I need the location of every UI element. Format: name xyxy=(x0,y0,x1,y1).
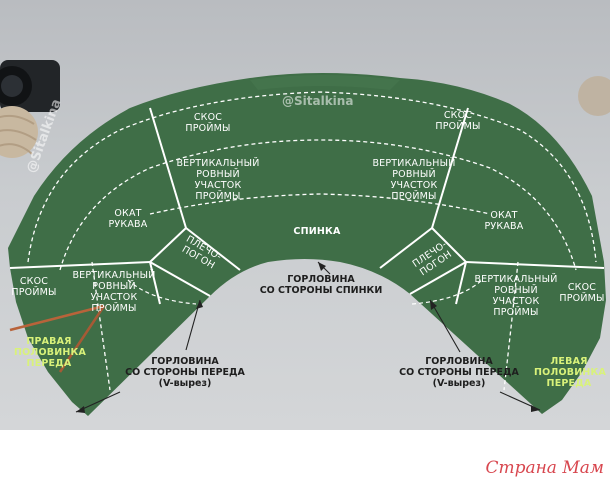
label-skos-proimy-top-left: СКОС ПРОЙМЫ xyxy=(185,112,231,134)
label-spinka: СПИНКА xyxy=(293,226,341,237)
label-skos-proimy-top-right: СКОС ПРОЙМЫ xyxy=(435,110,481,132)
bottom-strip xyxy=(0,430,610,488)
knitted-yoke-shape xyxy=(8,73,606,416)
label-vertical-left: ВЕРТИКАЛЬНЫЙ РОВНЫЙ УЧАСТОК ПРОЙМЫ xyxy=(176,158,260,202)
knitting-needle-icon xyxy=(9,304,106,373)
label-vertical-front-right: ВЕРТИКАЛЬНЫЙ РОВНЫЙ УЧАСТОК ПРОЙМЫ xyxy=(474,274,558,318)
label-skos-proimy-left: СКОС ПРОЙМЫ xyxy=(11,276,57,298)
note-neck-front-right: ГОРЛОВИНА СО СТОРОНЫ ПЕРЕДА (V-вырез) xyxy=(399,356,519,389)
label-vertical-front-left: ВЕРТИКАЛЬНЫЙ РОВНЫЙ УЧАСТОК ПРОЙМЫ xyxy=(72,270,156,314)
label-okat-left: ОКАТ РУКАВА xyxy=(108,208,148,230)
watermark-top: @Sitalkina xyxy=(282,94,354,108)
brand-logo: Страна Мам xyxy=(485,458,604,478)
label-front-left-half: ЛЕВАЯ ПОЛОВИНКА ПЕРЕДА xyxy=(534,356,607,389)
label-skos-proimy-right: СКОС ПРОЙМЫ xyxy=(559,282,605,304)
yarn-ball-icon xyxy=(0,76,610,158)
label-okat-right: ОКАТ РУКАВА xyxy=(484,210,524,232)
note-neck-front-left: ГОРЛОВИНА СО СТОРОНЫ ПЕРЕДА (V-вырез) xyxy=(125,356,245,389)
label-vertical-right: ВЕРТИКАЛЬНЫЙ РОВНЫЙ УЧАСТОК ПРОЙМЫ xyxy=(372,158,456,202)
label-front-right-half: ПРАВАЯ ПОЛОВИНКА ПЕРЕДА xyxy=(14,336,87,369)
note-neck-back: ГОРЛОВИНА СО СТОРОНЫ СПИНКИ xyxy=(259,274,383,296)
camera-lens-icon xyxy=(0,60,60,112)
